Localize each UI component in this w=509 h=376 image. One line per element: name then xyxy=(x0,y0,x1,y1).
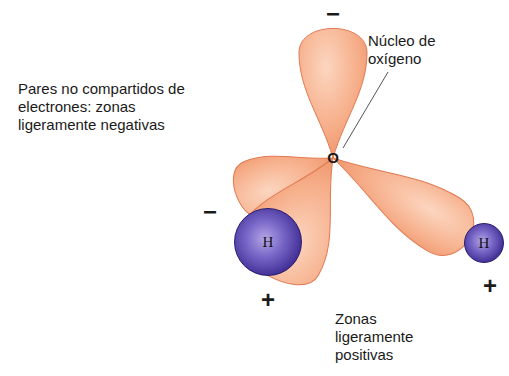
lone-pair-note: Pares no compartidos de electrones: zona… xyxy=(18,80,190,134)
positive-zones-note: Zonas ligeramente positivas xyxy=(335,310,425,364)
hydrogen-atom: H xyxy=(464,223,504,263)
oxygen-symbol: O xyxy=(327,149,339,167)
hydrogen-atom: H xyxy=(234,208,302,276)
negative-sign: − xyxy=(203,200,217,224)
nucleus-label: Núcleo de oxígeno xyxy=(368,32,478,68)
orbital-lobe xyxy=(317,131,485,266)
atom-symbol: H xyxy=(479,235,490,252)
negative-sign: − xyxy=(326,2,340,26)
positive-sign: + xyxy=(483,274,497,298)
atom-symbol: H xyxy=(263,234,274,251)
orbital-lobe xyxy=(226,135,373,297)
leader-line xyxy=(343,72,388,148)
positive-sign: + xyxy=(261,288,275,312)
orbital-lobes xyxy=(226,28,485,297)
orbital-lobe xyxy=(299,28,367,158)
